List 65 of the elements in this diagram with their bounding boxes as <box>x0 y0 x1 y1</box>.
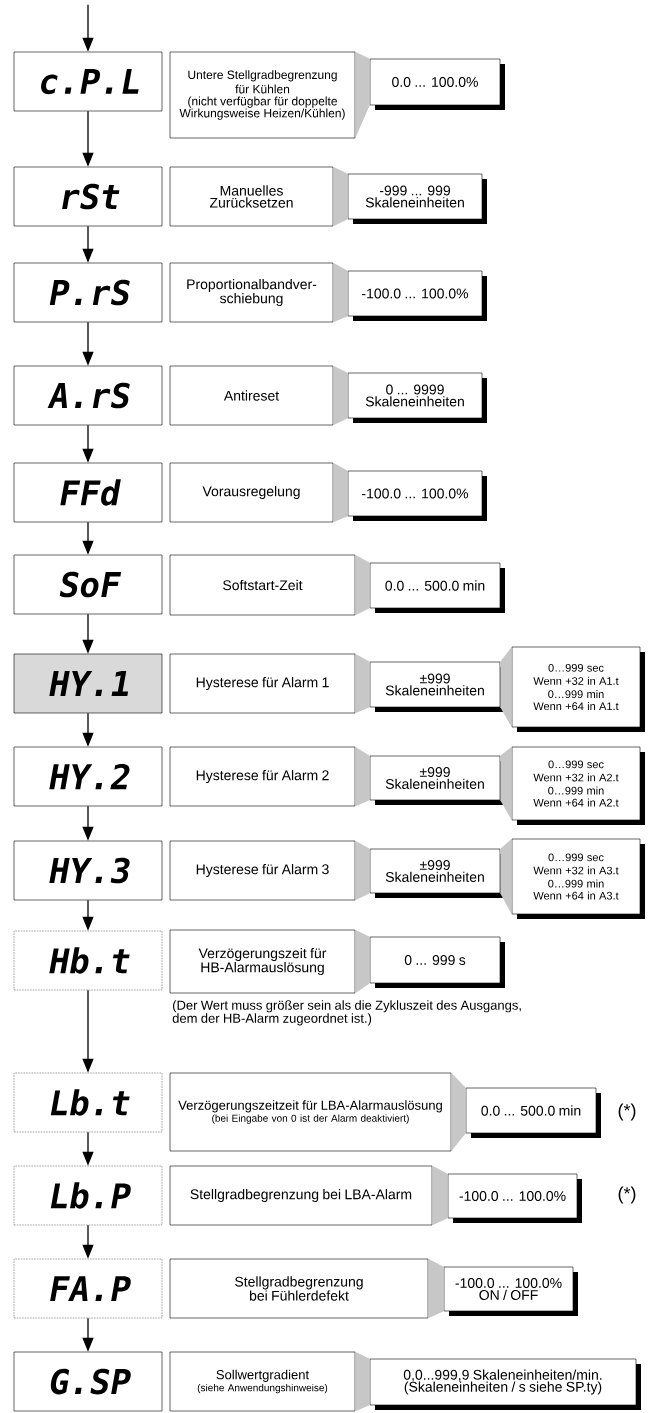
display-box: SoF <box>13 554 163 615</box>
value-box: -100.0 ... 100.0% <box>347 270 487 321</box>
display-box: HY.3 <box>13 840 163 901</box>
display-box: Lb.P <box>13 1165 163 1226</box>
callout-wedge <box>333 262 348 323</box>
value-box: -100.0 ... 100.0% <box>347 470 487 521</box>
description-box: Manuelles Zurücksetzen <box>169 166 334 227</box>
callout-wedge <box>355 51 370 139</box>
display-box: FA.P <box>13 1258 163 1319</box>
callout-wedge <box>333 365 348 426</box>
range-box: 0…999 sec Wenn +32 in A3.t 0…999 min Wenn +64 in A3.t <box>511 838 645 919</box>
range-box: 0…999 sec Wenn +32 in A1.t 0…999 min Wenn +64 in A1.t <box>511 646 645 732</box>
value-box: 0.0 ... 500.0 min <box>369 562 505 613</box>
description-box: Stellgradbegrenzung bei LBA-Alarm <box>169 1165 433 1226</box>
value-box: 0.0 ... 100.0% <box>369 58 505 110</box>
callout-wedge <box>355 929 370 994</box>
display-box: Hb.t <box>13 930 163 991</box>
callout-wedge <box>333 462 348 523</box>
description-box: Untere Stellgradbegrenzung für Kühlen (nicht verfügbar für doppelte Wirkungsweise Heizen/Kühlen) <box>169 51 356 139</box>
note-text: (Der Wert muss größer sein als die Zykluszeit des Ausgangs, dem der HB-Alarm zugeordnet ist.) <box>172 1000 521 1026</box>
description-box: Hysterese für Alarm 2 <box>169 746 356 807</box>
value-box: 0 ... 9999 Skaleneinheiten <box>347 372 487 423</box>
display-box: P.rS <box>13 262 163 323</box>
range-box: 0…999 sec Wenn +32 in A2.t 0…999 min Wenn +64 in A2.t <box>511 746 645 825</box>
display-box: rSt <box>13 166 163 227</box>
callout-wedge <box>355 1351 370 1412</box>
description-box: Stellgradbegrenzung bei Fühlerdefekt <box>169 1258 429 1319</box>
description-box: Softstart-Zeit <box>169 554 356 616</box>
description-box: Sollwertgradient (siehe Anwendungshinweise) <box>169 1351 356 1412</box>
callout-wedge <box>500 746 512 821</box>
display-box: HY.2 <box>13 746 163 807</box>
value-box: 0.0 ... 500.0 min <box>465 1087 601 1138</box>
display-box: HY.1 <box>13 653 163 714</box>
value-box: ±999 Skaleneinheiten <box>369 848 505 898</box>
callout-wedge <box>355 554 370 616</box>
callout-wedge <box>451 1072 466 1152</box>
callout-wedge <box>355 840 370 901</box>
description-box: Hysterese für Alarm 1 <box>169 653 356 714</box>
value-box: -100.0 ... 100.0% ON / OFF <box>443 1266 578 1316</box>
value-box: -999 ... 999 Skaleneinheiten <box>347 173 487 224</box>
description-box: Antireset <box>169 365 334 426</box>
callout-wedge <box>355 653 370 714</box>
callout-wedge <box>333 166 348 227</box>
value-box: -100.0 ... 100.0% <box>447 1173 582 1223</box>
description-box: Verzögerungszeit für HB-Alarmauslösung <box>169 929 356 994</box>
value-box: ±999 Skaleneinheiten <box>369 755 505 805</box>
footnote-mark: (*) <box>618 1186 636 1204</box>
display-box: G.SP <box>13 1351 163 1412</box>
display-box: FFd <box>13 462 163 523</box>
display-box: Lb.t <box>13 1072 163 1133</box>
description-box: Verzögerungszeitzeit für LBA-Alarmauslösung (bei Eingabe von 0 ist der Alarm deaktiviert) <box>169 1072 452 1152</box>
value-box: 0,0...999,9 Skaleneinheiten/min. (Skaleneinheiten / s siehe SP.ty) <box>369 1358 641 1410</box>
display-box: c.P.L <box>13 51 163 112</box>
display-box: A.rS <box>13 365 163 426</box>
callout-wedge <box>355 746 370 807</box>
callout-wedge <box>500 838 512 915</box>
description-box: Vorausregelung <box>169 462 334 523</box>
callout-wedge <box>500 646 512 728</box>
description-box: Hysterese für Alarm 3 <box>169 840 356 901</box>
value-box: ±999 Skaleneinheiten <box>369 661 505 712</box>
description-box: Proportionalbandver-schiebung <box>169 262 334 323</box>
callout-wedge <box>428 1258 444 1319</box>
callout-wedge <box>432 1165 448 1226</box>
footnote-mark: (*) <box>618 1103 636 1121</box>
value-box: 0 ... 999 s <box>369 936 505 988</box>
